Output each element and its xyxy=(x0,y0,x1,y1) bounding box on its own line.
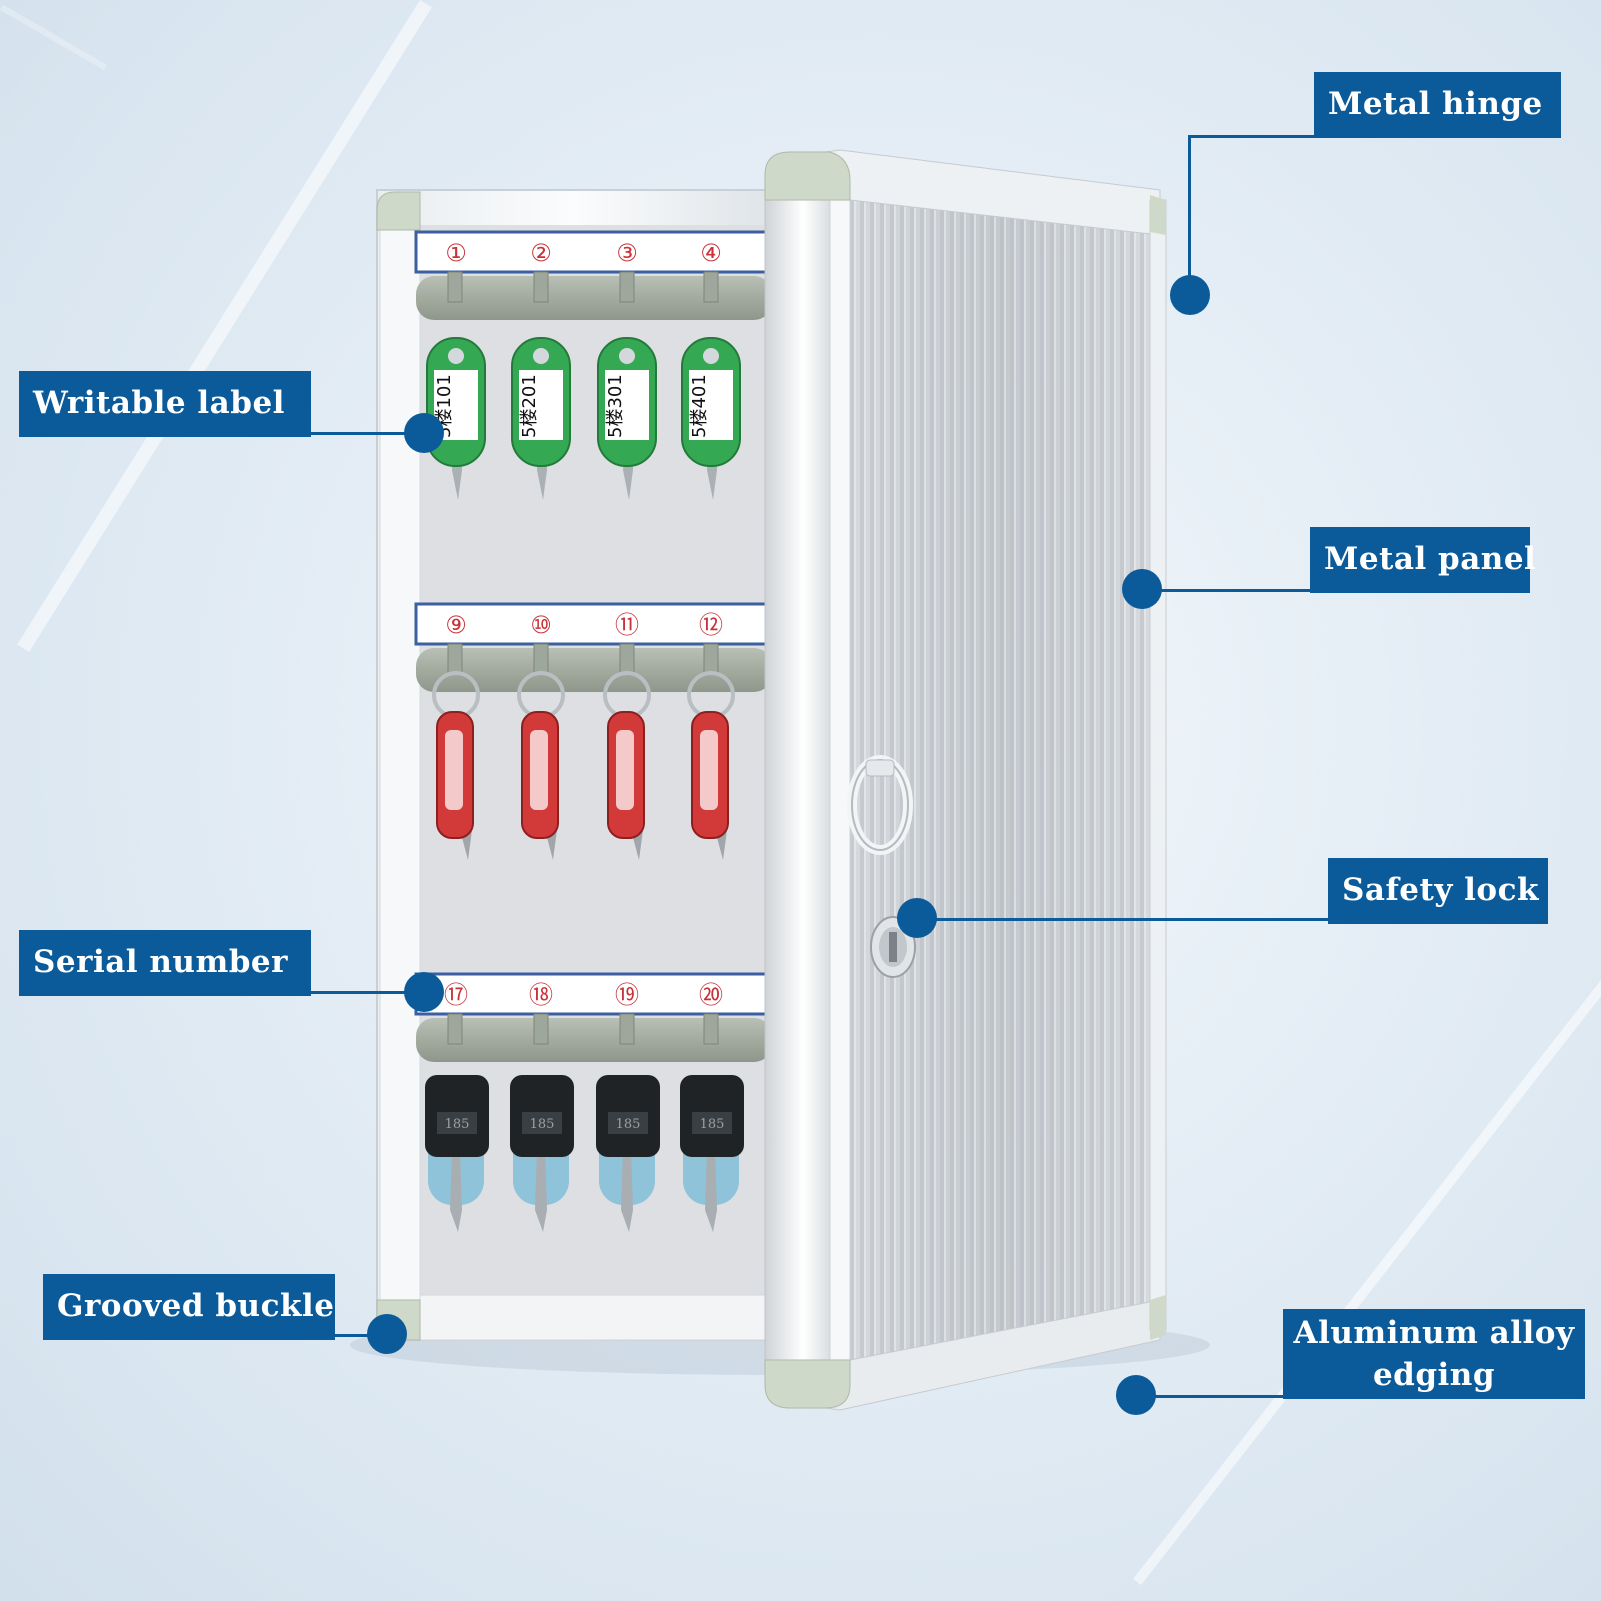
hook xyxy=(703,271,719,303)
hook xyxy=(533,271,549,303)
serial-number: ② xyxy=(530,239,552,267)
hook-rail xyxy=(416,1018,772,1062)
door-corner-cap xyxy=(764,1359,851,1409)
hook xyxy=(703,1013,719,1045)
metal-hinge-leader xyxy=(1188,135,1191,295)
green-key-tag xyxy=(511,337,571,500)
blue-key-tag xyxy=(510,1075,574,1232)
serial-number-label: Serial number xyxy=(19,930,311,996)
tag-writing: 5楼301 xyxy=(605,374,626,438)
aluminum-edging-label: Aluminum alloy edging xyxy=(1283,1309,1585,1399)
hook xyxy=(447,643,463,675)
key-code: 185 xyxy=(445,1117,470,1132)
serial-number: ⑫ xyxy=(699,611,723,639)
hook xyxy=(533,643,549,675)
blue-key-tag xyxy=(680,1075,744,1232)
red-key-tag xyxy=(432,671,480,860)
red-key-tags xyxy=(432,671,735,860)
red-key-tag xyxy=(687,671,735,860)
hook xyxy=(619,643,635,675)
serial-number-leader xyxy=(311,991,426,994)
red-key-tag xyxy=(517,671,565,860)
safety-lock-label: Safety lock xyxy=(1328,858,1548,924)
serial-number: ④ xyxy=(700,239,722,267)
serial-number-strip xyxy=(414,230,774,274)
blue-key-tags xyxy=(425,1075,744,1232)
grooved-buckle-dot xyxy=(367,1314,407,1354)
serial-number: ⑲ xyxy=(615,981,639,1009)
hook xyxy=(447,271,463,303)
aluminum-edging-label-line-1: Aluminum alloy xyxy=(1293,1315,1575,1351)
serial-number: ⑰ xyxy=(444,981,468,1009)
grooved-buckle-label: Grooved buckle xyxy=(43,1274,335,1340)
serial-number: ⑨ xyxy=(445,611,467,639)
aluminum-edging-label-line-2: edging xyxy=(1372,1357,1496,1393)
key-code: 185 xyxy=(700,1117,725,1132)
serial-number: ⑳ xyxy=(699,981,723,1009)
key-row-3 xyxy=(414,972,774,1062)
serial-number: ① xyxy=(445,239,467,267)
tag-writing: 5楼401 xyxy=(689,374,710,438)
serial-number: ⑩ xyxy=(530,611,552,639)
serial-number: ⑱ xyxy=(529,981,553,1009)
door-handle xyxy=(847,755,913,855)
hook xyxy=(447,1013,463,1045)
metal-hinge-label: Metal hinge xyxy=(1314,72,1561,138)
metal-hinge-dot xyxy=(1170,275,1210,315)
metal-hinge xyxy=(1149,199,1167,1331)
key-row-1 xyxy=(414,230,774,320)
writable-label-label: Writable label xyxy=(19,371,311,437)
writable-label-leader xyxy=(311,432,426,435)
metal-panel-label: Metal panel xyxy=(1310,527,1536,593)
metal-hinge-leader xyxy=(1188,135,1316,138)
serial-number: ③ xyxy=(616,239,638,267)
grooved-buckle-leader xyxy=(335,1334,385,1337)
hook-rail xyxy=(416,648,772,692)
safety-lock-dot xyxy=(897,898,937,938)
aluminum-edging-dot xyxy=(1116,1375,1156,1415)
green-key-tag xyxy=(597,337,657,500)
metal-panel-dot xyxy=(1122,569,1162,609)
cabinet-door xyxy=(764,149,1167,1411)
safety-lock-leader xyxy=(922,918,1330,921)
hook xyxy=(703,643,719,675)
serial-number: ⑪ xyxy=(615,611,639,639)
hook-rail xyxy=(416,276,772,320)
green-key-tag xyxy=(681,337,741,500)
blue-key-tag xyxy=(596,1075,660,1232)
key-row-2 xyxy=(414,602,774,692)
hook xyxy=(619,271,635,303)
door-corner-cap xyxy=(764,151,851,201)
tag-writing: 5楼201 xyxy=(519,374,540,438)
body-corner-cap xyxy=(376,191,421,231)
red-key-tag xyxy=(603,671,651,860)
key-code: 185 xyxy=(616,1117,641,1132)
hook xyxy=(619,1013,635,1045)
writable-label-dot xyxy=(404,413,444,453)
serial-number-dot xyxy=(404,972,444,1012)
aluminum-edging-leader xyxy=(1140,1395,1285,1398)
blue-key-tag xyxy=(425,1075,489,1232)
key-code: 185 xyxy=(530,1117,555,1132)
hook xyxy=(533,1013,549,1045)
metal-panel-leader xyxy=(1148,589,1313,592)
